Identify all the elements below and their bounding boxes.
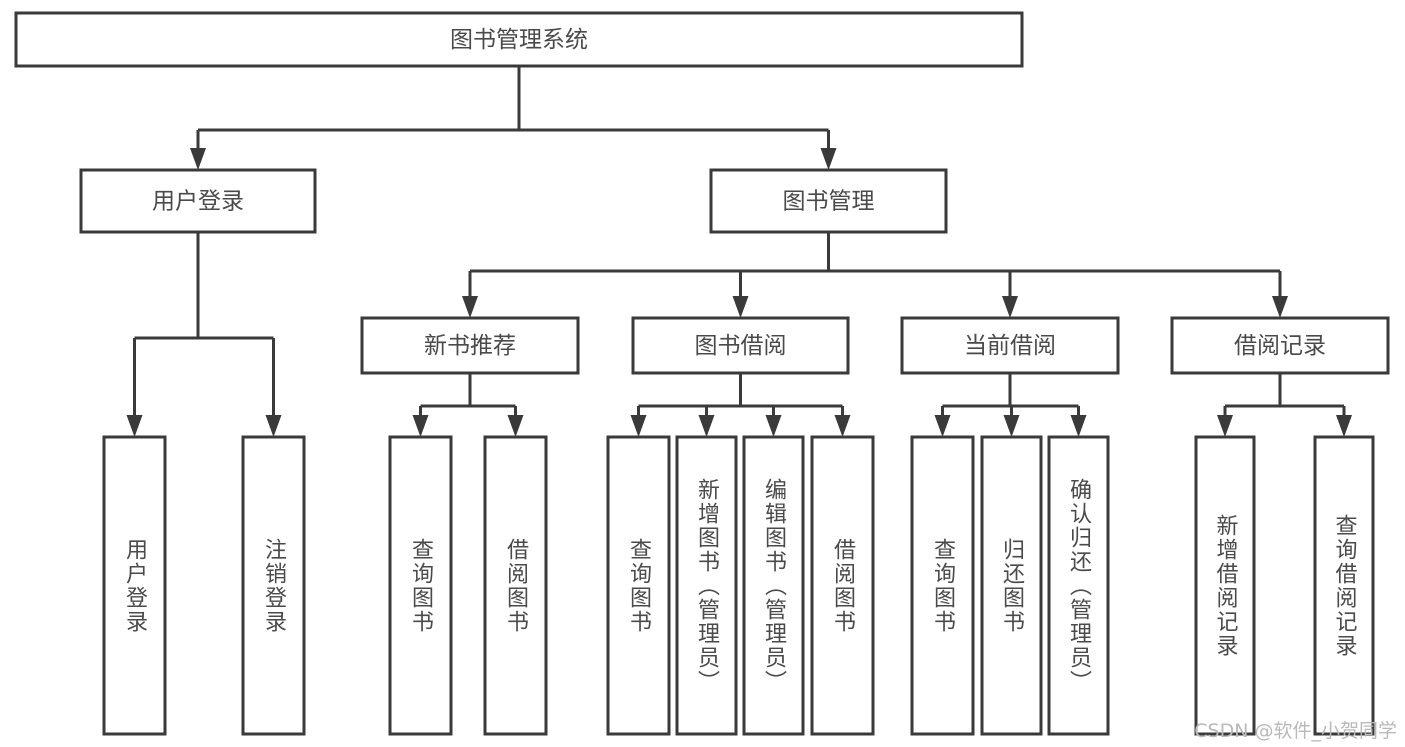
node-box-leaf-query-book-1 [388, 435, 453, 736]
node-box-user-login [79, 168, 317, 234]
node-label-borrow-record: 借阅记录 [1234, 333, 1326, 359]
node-box-leaf-edit-book [742, 435, 805, 736]
node-box-leaf-borrow-book-2 [810, 435, 875, 736]
node-box-leaf-add-record [1194, 435, 1256, 736]
node-box-leaf-user-login [102, 435, 167, 736]
node-box-leaf-logout [241, 435, 306, 736]
node-box-book-manage [709, 168, 948, 234]
node-box-borrow-record [1170, 316, 1390, 375]
node-box-book-borrow [631, 316, 850, 375]
node-box-leaf-query-record [1313, 435, 1375, 736]
watermark-credit: CSDN @软件_小贺同学 [1194, 720, 1397, 742]
node-box-new-book-rec [360, 316, 580, 375]
node-box-current-borrow [900, 316, 1120, 375]
node-label-book-manage: 图书管理 [783, 189, 875, 215]
connector-layer [126, 66, 1352, 437]
node-label-current-borrow: 当前借阅 [964, 333, 1056, 359]
node-label-book-borrow: 图书借阅 [695, 333, 787, 359]
node-label-user-login: 用户登录 [152, 189, 244, 215]
node-box-leaf-return-book [980, 435, 1043, 736]
node-label-root: 图书管理系统 [450, 27, 588, 53]
node-box-leaf-query-book-3 [910, 435, 975, 736]
node-box-leaf-add-book [675, 435, 738, 736]
node-label-new-book-rec: 新书推荐 [424, 333, 516, 359]
node-box-leaf-borrow-book-1 [483, 435, 548, 736]
node-box-leaf-confirm-return [1047, 435, 1110, 736]
node-box-layer [14, 11, 1390, 736]
node-box-root [14, 11, 1024, 68]
node-box-leaf-query-book-2 [606, 435, 671, 736]
